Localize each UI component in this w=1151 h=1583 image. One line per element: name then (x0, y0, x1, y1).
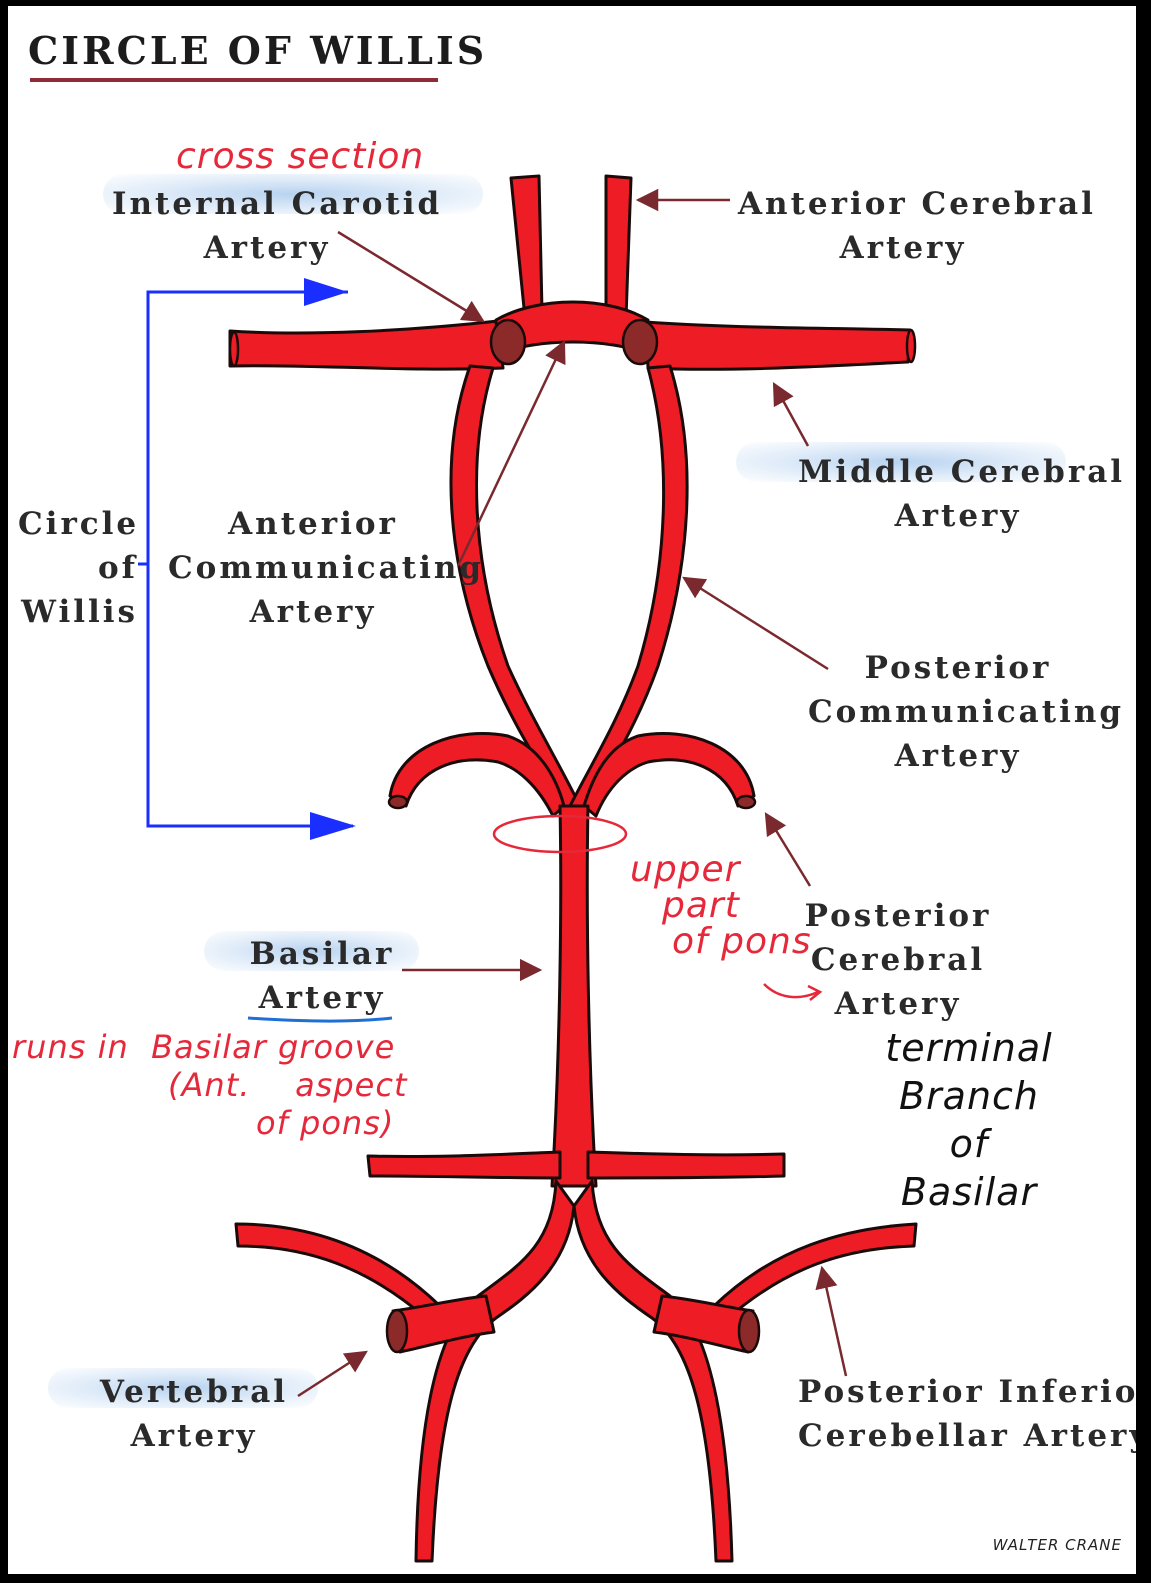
label-line: Vertebral (94, 1370, 294, 1414)
note-line: of pons (624, 924, 812, 960)
label-line: Communicating (168, 546, 458, 590)
vertebral-artery-left (416, 1181, 574, 1561)
note-line: Basilar (854, 1168, 1084, 1216)
middle-cerebral-artery-right (646, 322, 910, 369)
inferior-branch-right (588, 1152, 784, 1178)
label-basilar-artery: Basilar Artery (232, 932, 412, 1020)
middle-cerebral-artery-left (230, 321, 503, 369)
note-cross-section: cross section (176, 136, 424, 177)
vertebral-artery-right (574, 1181, 732, 1561)
arrow-posterior-communicating (684, 578, 828, 669)
note-line: runs in Basilar groove (12, 1028, 407, 1066)
note-runs-in-basilar-groove: runs in Basilar groove (Ant. aspect of p… (12, 1028, 407, 1142)
bracket-arrowhead-top (304, 278, 348, 306)
bracket-arrowhead-bottom (310, 812, 356, 840)
internal-carotid-cut-left (491, 320, 525, 364)
label-line: Internal Carotid (112, 182, 422, 226)
label-line: Artery (798, 494, 1118, 538)
label-line: Artery (798, 982, 998, 1026)
label-line: Artery (738, 226, 1068, 270)
label-line: Cerebellar Artery (798, 1414, 1128, 1458)
pca-cut-left (389, 796, 407, 808)
arrow-vertebral (298, 1352, 366, 1396)
pca-cut-right (737, 796, 755, 808)
mca-cut-right (907, 330, 915, 362)
label-posterior-communicating-artery: Posterior Communicating Artery (808, 646, 1108, 778)
label-vertebral-artery: Vertebral Artery (94, 1370, 294, 1458)
artist-signature: WALTER CRANE (993, 1536, 1122, 1554)
label-middle-cerebral-artery: Middle Cerebral Artery (798, 450, 1118, 538)
note-line: upper (624, 852, 812, 888)
anterior-cerebral-artery-right (606, 176, 631, 318)
arrow-pica (822, 1268, 846, 1376)
note-word: aspect (295, 1066, 407, 1104)
label-line: Posterior (798, 894, 998, 938)
label-line: Anterior Cerebral (738, 182, 1068, 226)
label-line: Posterior Inferior (798, 1370, 1128, 1414)
label-internal-carotid-artery: Internal Carotid Artery (112, 182, 422, 270)
note-upper-part-of-pons: upper part of pons (624, 852, 812, 960)
label-line: Artery (232, 976, 412, 1020)
label-line: Artery (94, 1414, 294, 1458)
anterior-cerebral-artery-left (511, 176, 542, 318)
note-line: terminal (854, 1024, 1084, 1072)
label-anterior-communicating-artery: Anterior Communicating Artery (168, 502, 458, 634)
note-line: of pons) (12, 1104, 407, 1142)
note-line: Branch (854, 1072, 1084, 1120)
note-line: part (624, 888, 812, 924)
vertebral-cut-right (739, 1310, 759, 1352)
note-word: Basilar groove (151, 1028, 395, 1066)
mca-cut-left (230, 332, 238, 366)
label-line: Artery (168, 590, 458, 634)
basilar-artery (552, 806, 596, 1186)
inferior-branch-left (368, 1152, 560, 1178)
label-circle-of-willis: Circle of Willis (18, 502, 138, 634)
pica-right (714, 1224, 916, 1318)
arrow-middle-cerebral (774, 384, 808, 446)
diagram-sheet: CIRCLE OF WILLIS (8, 6, 1136, 1574)
note-line: of (854, 1120, 1084, 1168)
pica-left (236, 1224, 440, 1318)
label-line: Willis (18, 590, 138, 634)
label-anterior-cerebral-artery: Anterior Cerebral Artery (738, 182, 1068, 270)
label-line: Posterior (808, 646, 1108, 690)
note-terminal-branch-of-basilar: terminal Branch of Basilar (854, 1024, 1084, 1216)
label-line: Circle (18, 502, 138, 546)
label-line: Cerebral (798, 938, 998, 982)
label-line: Artery (112, 226, 422, 270)
label-line: Anterior (168, 502, 458, 546)
note-word: runs in (12, 1028, 129, 1066)
label-line: of (18, 546, 138, 590)
label-line: Basilar (232, 932, 412, 976)
label-line: Middle Cerebral (798, 450, 1118, 494)
note-word: (Ant. (168, 1066, 250, 1104)
label-posterior-inferior-cerebellar-artery: Posterior Inferior Cerebellar Artery (798, 1370, 1128, 1458)
label-line: Communicating (808, 690, 1108, 734)
label-posterior-cerebral-artery: Posterior Cerebral Artery (798, 894, 998, 1026)
internal-carotid-cut-right (623, 320, 657, 364)
vertebral-cut-left (387, 1310, 407, 1352)
label-line: Artery (808, 734, 1108, 778)
note-line: (Ant. aspect (12, 1066, 407, 1104)
